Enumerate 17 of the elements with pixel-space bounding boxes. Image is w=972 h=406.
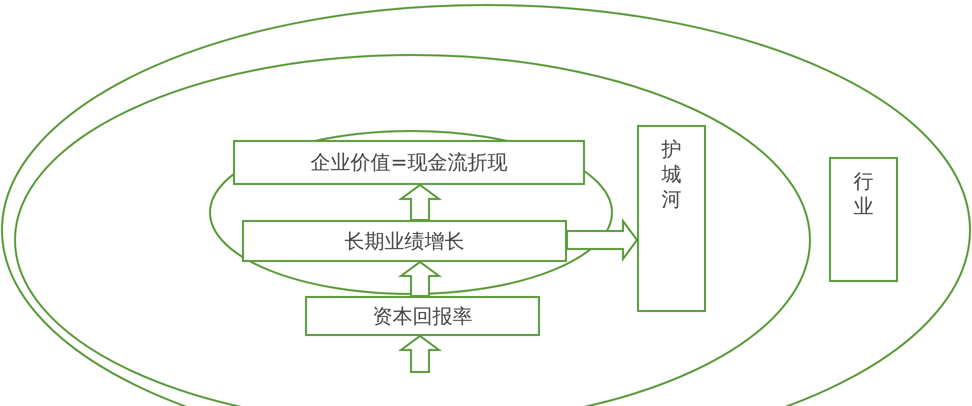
- box-label: 行业: [854, 169, 874, 219]
- block-arrow: [398, 184, 442, 221]
- box-label: 护城河: [662, 137, 682, 212]
- ellipse-outline: [2, 5, 970, 406]
- vertical-label-box: [637, 125, 706, 312]
- ellipse-outline: [210, 131, 612, 294]
- block-arrow: [398, 260, 442, 297]
- box-label: 资本回报率: [372, 302, 472, 330]
- ellipse-outline: [15, 55, 810, 406]
- block-arrow: [398, 334, 442, 373]
- box-label: 企业价值=现金流折现: [310, 149, 508, 176]
- box-label: 长期业绩增长: [344, 228, 464, 254]
- block-arrow: [566, 218, 638, 262]
- process-box: [233, 140, 585, 185]
- process-box: [305, 296, 540, 336]
- process-box: [242, 220, 567, 262]
- vertical-label-box: [829, 157, 898, 282]
